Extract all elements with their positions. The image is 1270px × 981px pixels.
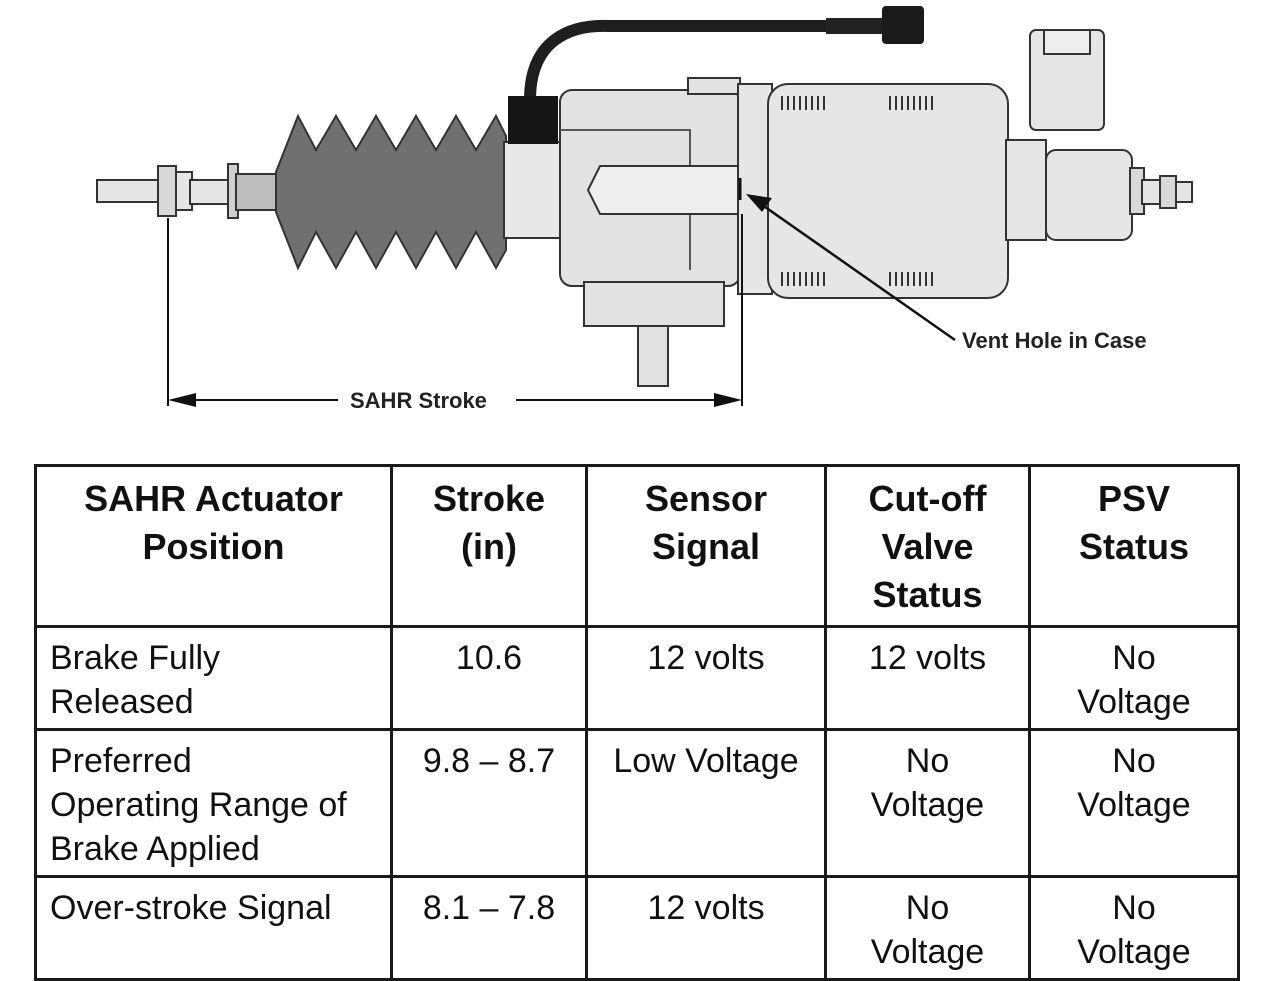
column-header: Stroke (in): [390, 464, 588, 628]
table-cell: 9.8 – 8.7: [390, 728, 588, 878]
solenoid-valve: [1005, 29, 1193, 241]
sensor-cable: [508, 6, 924, 144]
cell-text-line: Low Voltage: [613, 742, 799, 780]
vent-hole-label: Vent Hole in Case: [962, 328, 1147, 353]
cell-text-line: Over-stroke Signal: [50, 889, 332, 927]
column-header-line: (in): [461, 526, 517, 567]
cell-text-line: Brake Applied: [50, 830, 260, 868]
column-header-line: PSV: [1097, 478, 1171, 519]
column-header-line: Position: [142, 526, 285, 567]
cylinder-body: [767, 83, 1009, 299]
column-header-line: SAHR Actuator: [84, 478, 343, 519]
table-cell: 12 volts: [585, 625, 827, 731]
vent-hole-pointer: [738, 178, 956, 342]
cell-text-line: Voltage: [1077, 933, 1191, 971]
cell-text-line: Voltage: [870, 933, 985, 971]
column-header-line: Sensor: [644, 478, 768, 519]
table-cell: 12 volts: [585, 875, 827, 981]
cell-text-line: 12 volts: [868, 639, 987, 677]
column-header: PSV Status: [1028, 464, 1240, 628]
rubber-boot: [275, 113, 507, 271]
stroke-dimension: [167, 214, 743, 407]
cell-text-line: 12 volts: [647, 889, 765, 927]
column-header-line: Stroke: [432, 478, 546, 519]
cell-text-line: Voltage: [1077, 786, 1191, 824]
column-header-line: Valve: [881, 526, 974, 567]
push-rod: [96, 163, 279, 219]
column-header-line: Status: [872, 574, 983, 615]
cell-text-line: 12 volts: [647, 639, 765, 677]
stroke-label: SAHR Stroke: [350, 388, 487, 413]
cell-text-line: Voltage: [1077, 683, 1191, 721]
table-cell: 8.1 – 7.8: [390, 875, 588, 981]
actuator-case: [559, 77, 773, 387]
cell-text-line: No: [1112, 639, 1156, 677]
cell-text-line: 10.6: [455, 639, 523, 677]
cell-text-line: No: [905, 889, 950, 927]
cell-text-line: No: [1112, 889, 1156, 927]
cell-text-line: 9.8 – 8.7: [422, 742, 556, 780]
column-header-line: Signal: [651, 526, 761, 567]
cell-text-line: Released: [50, 683, 194, 721]
neck: [503, 141, 565, 239]
table-cell: 12 volts: [824, 625, 1031, 731]
cell-text-line: Voltage: [870, 786, 985, 824]
cell-text-line: 8.1 – 7.8: [422, 889, 556, 927]
cell-text-line: No: [1112, 742, 1156, 780]
cell-text-line: Preferred: [50, 742, 192, 780]
table-cell: Over-stroke Signal: [34, 875, 393, 981]
cell-text-line: No: [905, 742, 950, 780]
column-header-line: Cut-off: [868, 478, 987, 519]
table-cell: Low Voltage: [585, 728, 827, 878]
cell-text-line: Operating Range of: [50, 786, 347, 824]
actuator-diagram: Vent Hole in Case SAHR Stroke: [96, 6, 1193, 413]
column-header-line: Status: [1078, 526, 1190, 567]
cell-text-line: Brake Fully: [50, 639, 221, 677]
table-cell: 10.6: [390, 625, 588, 731]
